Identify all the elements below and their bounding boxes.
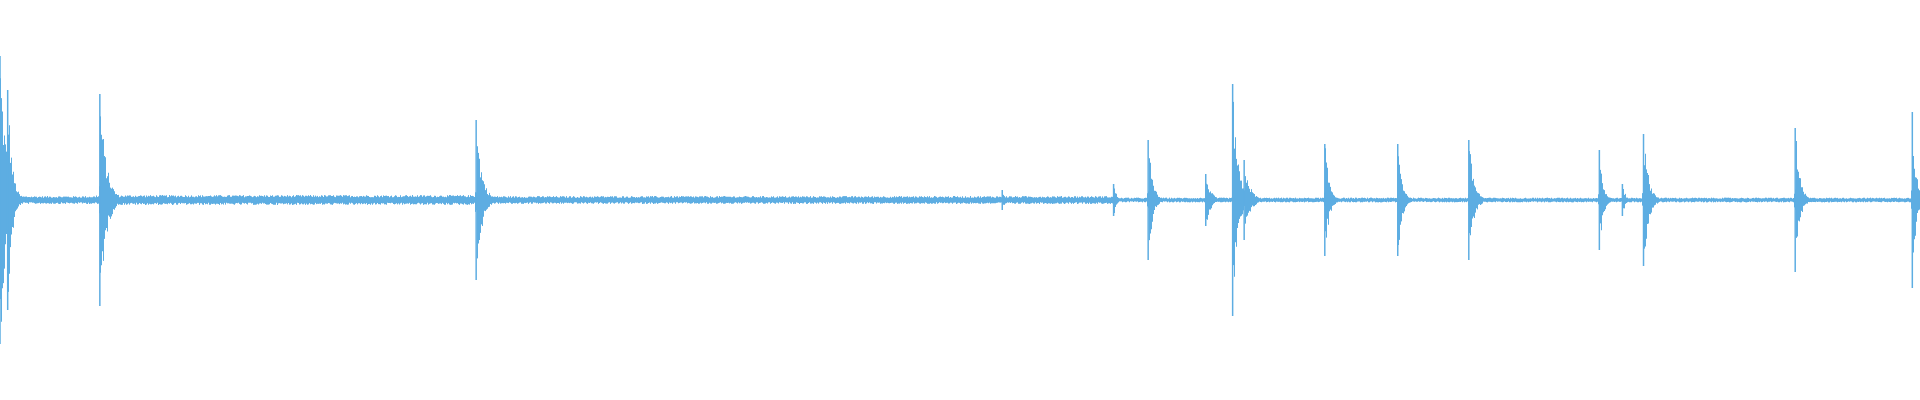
waveform-series <box>0 56 1920 344</box>
waveform-path <box>0 78 1920 322</box>
